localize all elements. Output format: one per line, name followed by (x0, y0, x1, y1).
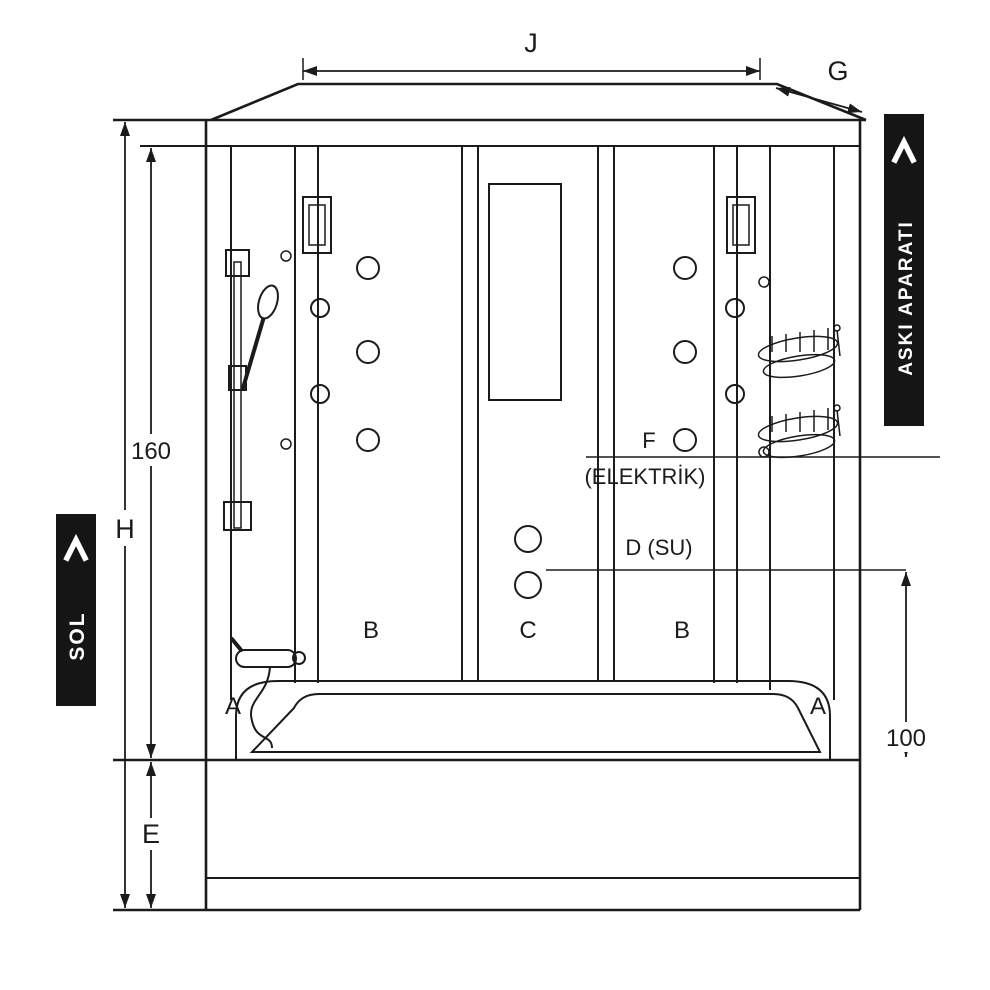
massage-jets-left (280, 250, 380, 452)
left-banner-label: SOL (66, 611, 89, 660)
speaker-box-left (302, 196, 332, 254)
hand-shower-head (257, 284, 279, 320)
shower-rail (223, 249, 279, 531)
dimension-e: E (136, 762, 166, 908)
water-connection: D (SU) (546, 535, 906, 571)
panel-labels: A A B B C (225, 617, 826, 720)
hand-shower-handle (241, 318, 265, 390)
dimension-160: 160 (127, 148, 175, 758)
dimension-g: G (775, 56, 863, 114)
right-banner-label: ASKI APARATI (896, 220, 917, 376)
speaker-box-right (726, 196, 756, 254)
right-hanger-banner: ASKI APARATI (884, 114, 924, 426)
dimension-h-label: H (115, 514, 135, 544)
dimension-100: 100 (879, 572, 933, 757)
corner-shelf-lower (757, 404, 841, 459)
electric-note-label: (ELEKTRİK) (584, 464, 705, 489)
dimension-j: J (302, 28, 761, 80)
panel-label-c: C (519, 617, 536, 644)
dimension-100-label: 100 (886, 725, 926, 752)
corner-shelf-upper (757, 324, 841, 379)
mixer-faucet (230, 637, 306, 749)
electric-connection: F (ELEKTRİK) (584, 428, 940, 489)
water-label: D (SU) (625, 535, 692, 560)
roof-canopy (113, 82, 867, 147)
chevron-up-icon (891, 135, 917, 164)
cabin-frame (204, 120, 862, 760)
electric-letter-label: F (642, 428, 655, 453)
water-outlets (514, 525, 542, 599)
panel-label-b-left: B (363, 617, 379, 644)
chevron-up-icon (63, 533, 89, 562)
dimension-h: H (108, 122, 142, 908)
control-panel (488, 183, 562, 401)
panel-label-b-right: B (674, 617, 690, 644)
massage-jets-right (673, 256, 770, 458)
panel-label-a-left: A (225, 693, 241, 720)
dimension-e-label: E (142, 819, 160, 849)
left-direction-banner: SOL (56, 514, 96, 706)
dimension-g-label: G (827, 56, 848, 86)
shower-hose (249, 666, 273, 749)
dimension-j-label: J (524, 28, 538, 58)
dimension-160-label: 160 (131, 438, 171, 465)
panel-label-a-right: A (810, 693, 826, 720)
tub-apron (113, 758, 862, 912)
bathtub (235, 680, 831, 759)
